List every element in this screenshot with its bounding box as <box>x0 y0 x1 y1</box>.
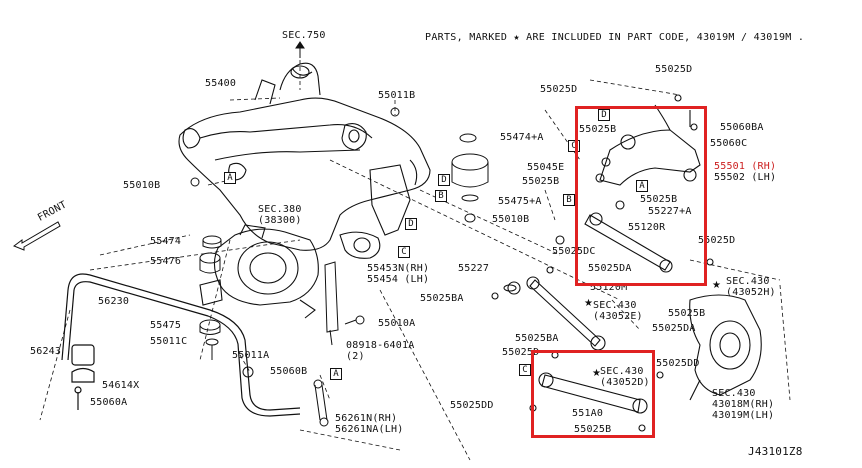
label-55025d-r[interactable]: 55025D <box>698 235 736 246</box>
callout-d-3: D <box>598 109 610 121</box>
label-55501[interactable]: 55501 (RH) <box>714 161 777 172</box>
label-55120r[interactable]: 55120R <box>628 222 666 233</box>
label-55060b[interactable]: 55060B <box>270 366 308 377</box>
label-55060a[interactable]: 55060A <box>90 397 128 408</box>
svg-text:★: ★ <box>584 298 593 309</box>
label-55502[interactable]: 55502 (LH) <box>714 172 777 183</box>
label-55010a[interactable]: 55010A <box>378 318 416 329</box>
label-55474[interactable]: 55474 <box>150 236 182 247</box>
label-55025b-1[interactable]: 55025B <box>579 124 617 135</box>
label-55060ba[interactable]: 55060BA <box>720 122 764 133</box>
callout-b-2: B <box>563 194 575 206</box>
svg-text:★: ★ <box>712 280 721 291</box>
label-56243[interactable]: 56243 <box>30 346 62 357</box>
callout-d-2: D <box>405 218 417 230</box>
label-55011c[interactable]: 55011C <box>150 336 188 347</box>
label-55025b-2[interactable]: 55025B <box>522 176 560 187</box>
label-55011a[interactable]: 55011A <box>232 350 270 361</box>
label-55476[interactable]: 55476 <box>150 256 182 267</box>
label-55025b-5[interactable]: 55025B <box>574 424 612 435</box>
label-551a0[interactable]: 551A0 <box>572 408 604 419</box>
callout-a-2: A <box>636 180 648 192</box>
diagram-code: J43101Z8 <box>748 445 803 458</box>
label-55060c[interactable]: 55060C <box>710 138 748 149</box>
label-55453n[interactable]: 55453N(RH) 55454 (LH) <box>367 263 430 285</box>
label-54614x[interactable]: 54614X <box>102 380 140 391</box>
label-55025dd-2[interactable]: 55025DD <box>656 358 700 369</box>
label-56230[interactable]: 56230 <box>98 296 130 307</box>
svg-text:★: ★ <box>592 368 601 379</box>
highlight-551a0-arm <box>531 350 655 438</box>
label-55045e[interactable]: 55045E <box>527 162 565 173</box>
parts-note: PARTS, MARKED ★ ARE INCLUDED IN PART COD… <box>425 32 805 43</box>
label-sec430-a[interactable]: SEC.430 (43052H) <box>726 276 776 298</box>
label-55025d-m[interactable]: 55025D <box>502 347 540 358</box>
label-sec750[interactable]: SEC.750 <box>282 30 326 41</box>
highlight-upper-lower-arm <box>575 106 707 286</box>
label-55025ba-2[interactable]: 55025BA <box>515 333 559 344</box>
label-55025dd[interactable]: 55025DD <box>450 400 494 411</box>
callout-c-3: C <box>519 364 531 376</box>
label-55227[interactable]: 55227 <box>458 263 490 274</box>
label-55025da-2[interactable]: 55025DA <box>652 323 696 334</box>
label-sec430-d[interactable]: SEC.430 43018M(RH) 43019M(LH) <box>712 388 775 421</box>
callout-c-1: C <box>398 246 410 258</box>
label-55025d-l[interactable]: 55025D <box>540 84 578 95</box>
label-55474a[interactable]: 55474+A <box>500 132 544 143</box>
label-55025d-top[interactable]: 55025D <box>655 64 693 75</box>
label-55227a[interactable]: 55227+A <box>648 206 692 217</box>
label-55400[interactable]: 55400 <box>205 78 237 89</box>
label-55010b-a[interactable]: 55010B <box>123 180 161 191</box>
label-sec380[interactable]: SEC.380 (38300) <box>258 204 302 226</box>
label-55025b-4[interactable]: 55025B <box>668 308 706 319</box>
label-55025b-3[interactable]: 55025B <box>640 194 678 205</box>
callout-a-3: A <box>330 368 342 380</box>
label-08918[interactable]: 08918-6401A (2) <box>346 340 415 362</box>
label-55120m[interactable]: 55120M <box>590 282 628 293</box>
label-55011b[interactable]: 55011B <box>378 90 416 101</box>
callout-a-1: A <box>224 172 236 184</box>
callout-d-1: D <box>438 174 450 186</box>
label-55025da[interactable]: 55025DA <box>588 263 632 274</box>
callout-b-1: B <box>435 190 447 202</box>
label-55025dc[interactable]: 55025DC <box>552 246 596 257</box>
label-55475[interactable]: 55475 <box>150 320 182 331</box>
label-sec430-b[interactable]: SEC.430 (43052E) <box>593 300 643 322</box>
label-56261n[interactable]: 56261N(RH) 56261NA(LH) <box>335 413 404 435</box>
label-55010b-b[interactable]: 55010B <box>492 214 530 225</box>
label-sec430-c[interactable]: SEC.430 (43052D) <box>600 366 650 388</box>
label-55475a[interactable]: 55475+A <box>498 196 542 207</box>
label-55025ba[interactable]: 55025BA <box>420 293 464 304</box>
